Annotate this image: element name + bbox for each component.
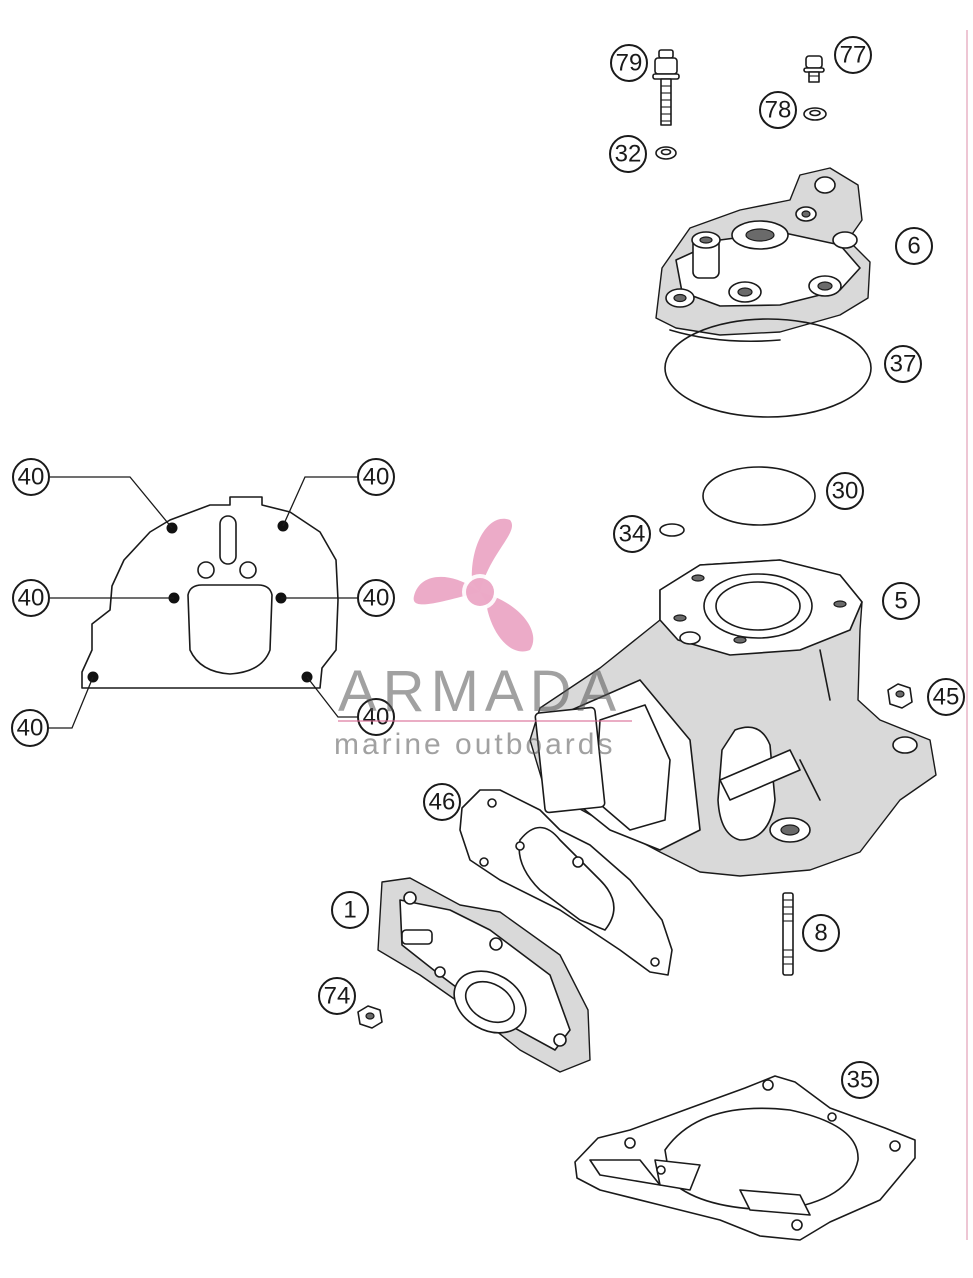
callout-77: 77 (834, 36, 872, 74)
callout-32-label: 32 (615, 141, 642, 168)
callout-79: 79 (610, 44, 648, 82)
part-6-cylinder-head (655, 167, 871, 343)
part-8-stud (782, 892, 794, 976)
part-5-cylinder (529, 559, 937, 877)
callout-40b-label: 40 (363, 464, 390, 491)
callout-1: 1 (331, 891, 369, 929)
propeller-icon (413, 518, 534, 652)
leader-40f (306, 676, 358, 718)
callout-8: 8 (802, 914, 840, 952)
callout-45-label: 45 (933, 684, 960, 711)
part-35-base-gasket (574, 1075, 916, 1241)
callout-40-bottom-right: 40 (357, 698, 395, 736)
callout-46-label: 46 (429, 789, 456, 816)
callout-35-label: 35 (847, 1067, 874, 1094)
callout-37-label: 37 (890, 351, 917, 378)
leader-40e (48, 676, 94, 729)
callout-5: 5 (882, 582, 920, 620)
callout-78-label: 78 (765, 97, 792, 124)
part-77-bolt (803, 55, 825, 83)
callout-30-label: 30 (832, 478, 859, 505)
callout-35: 35 (841, 1061, 879, 1099)
callout-40a-label: 40 (18, 464, 45, 491)
watermark-tagline: marine outboards (334, 728, 615, 761)
part-30-o-ring (702, 466, 816, 526)
callout-37: 37 (884, 345, 922, 383)
callout-40-mid-right: 40 (357, 579, 395, 617)
callout-40-top-right: 40 (357, 458, 395, 496)
part-37-o-ring (664, 318, 872, 418)
callout-40-mid-left: 40 (12, 579, 50, 617)
callout-40d-label: 40 (363, 585, 390, 612)
leader-40b (282, 476, 358, 527)
callout-40-bottom-left: 40 (11, 709, 49, 747)
watermark: ARMADA marine outboards (334, 518, 632, 761)
part-32-washer (655, 146, 677, 160)
callout-34: 34 (613, 515, 651, 553)
callout-78: 78 (759, 91, 797, 129)
part-79-bolt (652, 49, 680, 126)
callout-32: 32 (609, 135, 647, 173)
callout-6-label: 6 (907, 233, 920, 260)
callout-40-top-left: 40 (12, 458, 50, 496)
callout-1-label: 1 (343, 897, 356, 924)
callout-30: 30 (826, 472, 864, 510)
callout-40e-label: 40 (17, 715, 44, 742)
callout-79-label: 79 (616, 50, 643, 77)
callout-8-label: 8 (814, 920, 827, 947)
callout-40f-label: 40 (363, 704, 390, 731)
watermark-brand: ARMADA (338, 659, 622, 724)
callout-77-label: 77 (840, 42, 867, 69)
part-78-washer (803, 107, 827, 121)
callout-74: 74 (318, 977, 356, 1015)
part-45-nut (887, 683, 913, 709)
part-40-gasket (81, 496, 339, 689)
part-1-reed-valve (377, 877, 591, 1073)
leader-40a (50, 476, 173, 529)
part-34-o-ring (659, 523, 685, 537)
callout-46: 46 (423, 783, 461, 821)
callout-40c-label: 40 (18, 585, 45, 612)
part-74-nut (357, 1005, 383, 1029)
callout-74-label: 74 (324, 983, 351, 1010)
callout-34-label: 34 (619, 521, 646, 548)
callout-5-label: 5 (894, 588, 907, 615)
callout-45: 45 (927, 678, 965, 716)
callout-6: 6 (895, 227, 933, 265)
part-46-gasket (459, 789, 673, 976)
